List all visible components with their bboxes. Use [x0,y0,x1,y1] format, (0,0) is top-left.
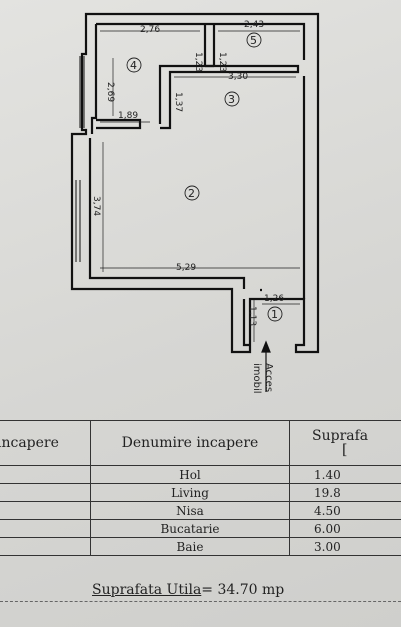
dim-room3-height: 1,37 [173,92,183,112]
room-number-4: 4 [130,59,137,72]
row-area: 4.50 [289,501,401,520]
dim-corridor-2: 1,23 [217,52,227,72]
dim-corridor-1: 1,23 [193,52,203,72]
wall-living [88,138,246,289]
dim-room4-bottom: 1,89 [118,111,138,121]
table-row: 5Baie3.00 [0,537,401,556]
dim-hol-height: 1,13 [247,306,257,326]
wall-inner-2 [96,22,306,60]
wall-room4 [96,118,142,130]
dim-top-left: 2,76 [140,25,160,35]
row-area: 19.8 [289,483,401,502]
dim-living-width: 5,29 [176,263,196,273]
dimension-labels: 2,76 2,43 1,23 1,23 3,30 2,69 1,37 1,89 … [91,20,284,326]
row-number: 1 [0,465,91,484]
dim-room4-height: 2,69 [105,82,115,102]
room-number-3: 3 [228,93,235,106]
row-name: Living [90,483,290,502]
dim-room3-width: 3,30 [228,72,248,82]
dim-top-right: 2,43 [244,20,264,30]
table-row: 3Nisa4.50 [0,501,401,520]
wall-bath [203,24,216,68]
access-arrow-icon [261,340,271,392]
access-label: Acces imobil [248,355,278,415]
row-name: Nisa [90,501,290,520]
rooms-table: incapere Denumire incapere Suprafa [ 1Ho… [0,420,401,556]
room-number-2: 2 [188,187,195,200]
rooms-table-wrap: incapere Denumire incapere Suprafa [ 1Ho… [0,420,401,595]
row-name: Hol [90,465,290,484]
row-area: 1.40 [289,465,401,484]
dim-living-height: 3,74 [91,196,101,216]
header-bracket: [ [342,442,348,458]
room-numbers: 1 2 3 4 5 [130,34,278,321]
table-row: 1Hol1.40 [0,465,401,484]
row-area: 3.00 [289,537,401,556]
wall-inner [90,24,98,134]
table-header-row: incapere Denumire incapere Suprafa [ [0,420,401,466]
header-incapere: incapere [0,420,91,466]
total-area: Suprafata Utila= 34.70 mp [92,582,284,598]
row-number: 5 [0,537,91,556]
row-number: 3 [0,501,91,520]
floor-plan: 2,76 2,43 1,23 1,23 3,30 2,69 1,37 1,89 … [70,12,320,392]
header-suprafata: Suprafa [ [289,420,401,466]
row-name: Baie [90,537,290,556]
room-number-5: 5 [250,34,257,47]
divider [0,601,401,602]
row-area: 6.00 [289,519,401,538]
room-number-1: 1 [271,308,278,321]
access-label-line2: imobil [251,363,262,394]
total-area-value: = 34.70 mp [201,582,285,598]
row-number: 2 [0,483,91,502]
table-row: 2Living19.8 [0,483,401,502]
row-name: Bucatarie [90,519,290,538]
row-number: 4 [0,519,91,538]
table-row: 4Bucatarie6.00 [0,519,401,538]
wall-niche [158,64,300,130]
access-label-line1: Acces [263,363,274,393]
dim-hol-width: 1,26 [264,294,284,304]
wall-outer [70,12,320,354]
header-denumire: Denumire incapere [90,420,290,466]
header-suprafata-text: Suprafa [312,428,369,444]
wall-hol [242,288,262,347]
total-area-label: Suprafata Utila [92,582,202,598]
